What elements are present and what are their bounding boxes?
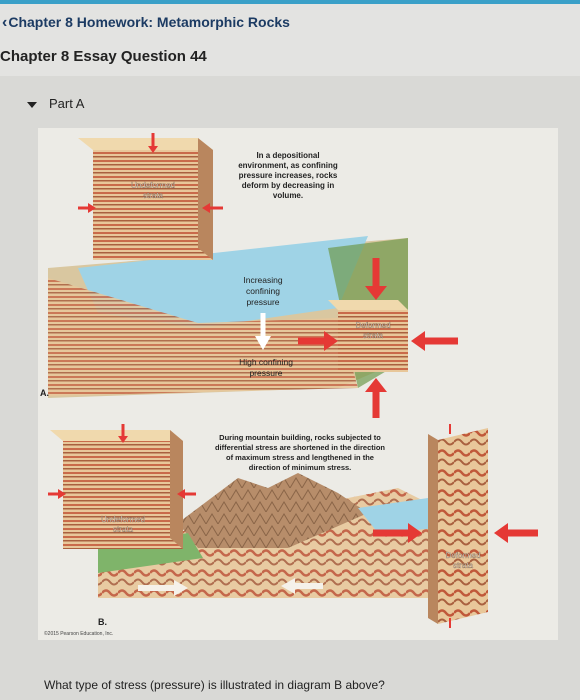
arrow-head-a3 [202, 203, 210, 213]
block-a-top [78, 138, 213, 150]
block-a2-top [328, 300, 408, 310]
figure-copyright: ©2015 Pearson Education, Inc. [44, 630, 113, 637]
basin-strata [48, 278, 358, 396]
back-link[interactable]: ‹Chapter 8 Homework: Metamorphic Rocks [2, 14, 290, 32]
arrow-left-big-a-head [411, 331, 425, 351]
caret-down-icon [27, 101, 37, 108]
top-accent-bar [0, 0, 580, 4]
block-a-label-2: strata [143, 191, 164, 200]
caption-a-line-4: deform by decreasing in [242, 181, 335, 190]
block-a-side [198, 138, 213, 260]
deformed-b-label-2: strata [453, 561, 474, 570]
increasing-line-2: confining [246, 286, 280, 296]
caption-a-line-3: pressure increases, rocks [239, 171, 338, 180]
b-white-arrow-left-head [281, 578, 295, 594]
arrow-right-big-b-head [408, 523, 422, 543]
block-a-label-1: Undeformed [131, 181, 175, 190]
undeformed-block-a [93, 150, 213, 260]
caption-a-line-5: volume. [273, 191, 303, 200]
page-header: ‹Chapter 8 Homework: Metamorphic Rocks C… [0, 4, 580, 76]
deformed-block-b [438, 428, 488, 624]
diagram-b: Undeformed strata During mountain buildi… [44, 424, 538, 637]
arrow-head-b3 [177, 489, 185, 499]
deformed-block-a [338, 310, 408, 372]
arrow-up-big-a-head [365, 378, 387, 392]
arrow-head-b2 [58, 489, 66, 499]
part-a-toggle[interactable]: Part A [27, 96, 84, 111]
deformed-a-label-2: strata [363, 331, 384, 340]
block-b-side [170, 430, 183, 549]
arrow-head-a2 [88, 203, 96, 213]
diagram-a-label: A. [40, 388, 49, 398]
high-pressure-line-2: pressure [249, 368, 282, 378]
caption-b-line-3: of maximum stress and lengthened in the [226, 453, 374, 462]
b-white-arrow-right-head [174, 580, 188, 596]
deformed-a-label-1: Deformed [355, 321, 390, 330]
block-b-top [50, 430, 183, 441]
figure-illustration: Undeformed strata In a depositional envi… [40, 133, 538, 637]
diagram-a: Undeformed strata In a depositional envi… [40, 133, 458, 418]
pressure-arrow-head [255, 336, 271, 350]
page-title: Chapter 8 Essay Question 44 [0, 48, 207, 65]
arrow-right-big-a-head [324, 331, 338, 351]
metamorphic-rocks-figure: Undeformed strata In a depositional envi… [38, 128, 558, 640]
block-b-label-2: strata [113, 525, 134, 534]
caption-b-line-1: During mountain building, rocks subjecte… [219, 433, 381, 442]
undeformed-block-b [63, 441, 183, 549]
arrow-head-a1 [148, 146, 158, 153]
block-b2-side [428, 434, 438, 624]
increasing-line-3: pressure [246, 297, 279, 307]
high-pressure-line-1: High confining [239, 357, 293, 367]
part-label: Part A [49, 96, 85, 111]
arrow-down-big-a-head [365, 286, 387, 300]
caption-a-line-1: In a depositional [256, 151, 319, 160]
question-text: What type of stress (pressure) is illust… [44, 678, 385, 692]
deformed-b-label-1: Deformed [445, 551, 480, 560]
back-link-label: Chapter 8 Homework: Metamorphic Rocks [8, 14, 290, 30]
arrow-head-b1 [118, 436, 128, 443]
caption-a-line-2: environment, as confining [238, 161, 338, 170]
arrow-left-big-b-head [494, 523, 508, 543]
chevron-left-icon: ‹ [2, 14, 8, 31]
caption-b-line-4: direction of minimum stress. [249, 463, 352, 472]
basin-water [78, 236, 368, 328]
b-mountain-range [178, 473, 368, 548]
caption-b-line-2: differential stress are shortened in the… [215, 443, 385, 452]
increasing-line-1: Increasing [243, 275, 282, 285]
b-water-right [358, 498, 438, 533]
block-b-label-1: Undeformed [101, 515, 145, 524]
diagram-b-label: B. [98, 617, 107, 627]
